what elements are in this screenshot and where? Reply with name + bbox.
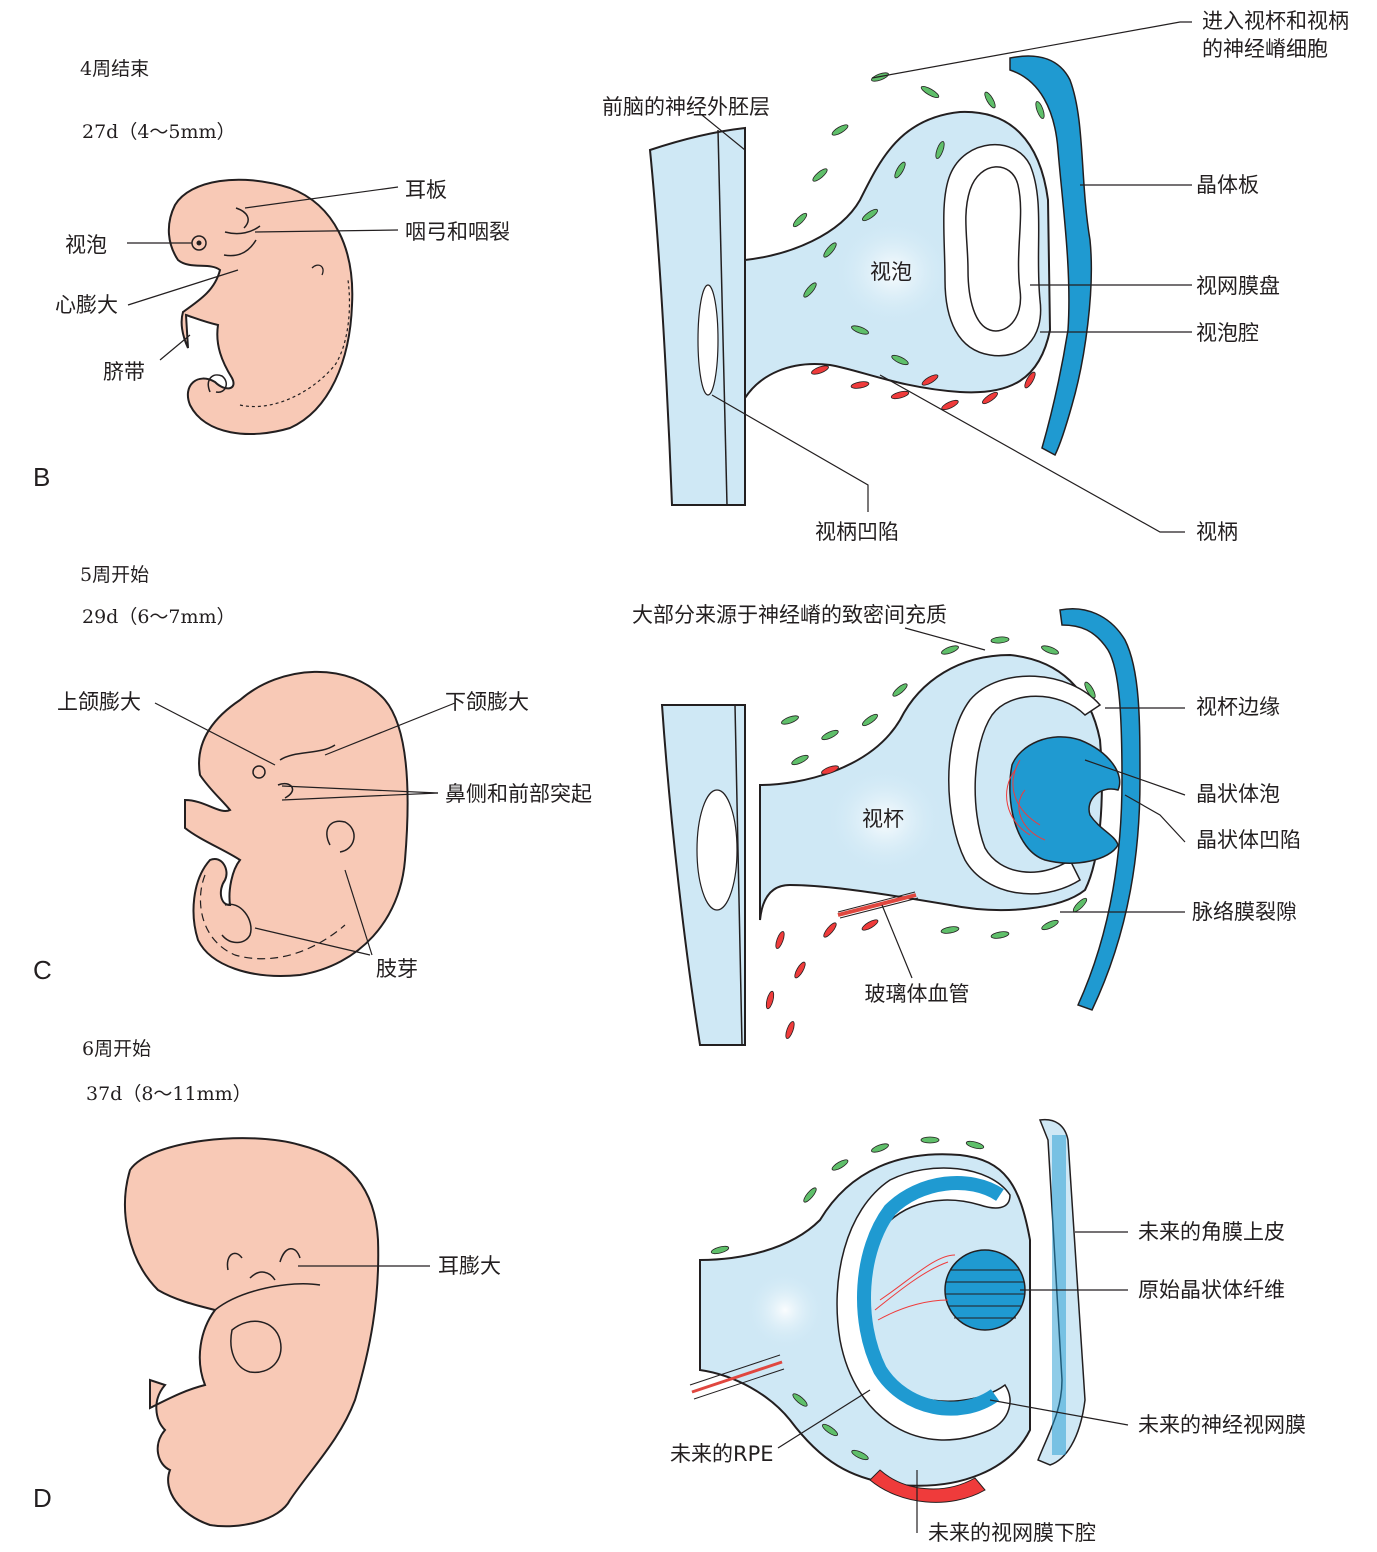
embryo-c-leaders: [154, 702, 456, 956]
panel-letter-c: C: [33, 955, 52, 985]
label-optic-cup-inner: 视杯: [862, 807, 904, 831]
stage-label-d: 6周开始: [82, 1038, 152, 1060]
label-optic-cup-rim: 视杯边缘: [1196, 695, 1280, 719]
age-label-d: 37d（8～11mm）: [86, 1083, 252, 1105]
label-mesenchyme: 大部分来源于神经嵴的致密间充质: [632, 603, 947, 627]
label-lens-plate: 晶体板: [1196, 173, 1259, 197]
panel-letter-b: B: [33, 462, 51, 492]
label-primary-lens-fibers: 原始晶状体纤维: [1138, 1278, 1285, 1302]
label-lens-vesicle: 晶状体泡: [1196, 782, 1280, 806]
label-forebrain-ectoderm: 前脑的神经外胚层: [602, 95, 770, 119]
eye-c-leaders: [881, 627, 1186, 979]
stage-label-c: 5周开始: [80, 564, 150, 586]
label-maxillary: 上颌膨大: [57, 690, 141, 714]
label-retinal-disc: 视网膜盘: [1196, 274, 1280, 298]
label-optic-stalk: 视柄: [1196, 520, 1238, 544]
label-limb-bud: 肢芽: [376, 957, 418, 981]
label-neural-crest-entry-1: 进入视杯和视柄: [1202, 9, 1349, 33]
label-optic-vesicle-b: 视泡: [65, 233, 107, 257]
age-label-c: 29d（6～7mm）: [82, 606, 236, 628]
label-rpe: 未来的RPE: [670, 1442, 774, 1466]
embryo-b: [167, 178, 354, 435]
label-mandibular: 下颌膨大: [445, 690, 529, 714]
label-neural-retina: 未来的神经视网膜: [1138, 1413, 1306, 1437]
label-hyaloid-vessel: 玻璃体血管: [864, 982, 970, 1006]
label-optic-vesicle-inner: 视泡: [870, 260, 912, 284]
eye-d: [689, 1118, 1086, 1503]
eye-b-leaders: [701, 21, 1192, 533]
label-subretinal-space: 未来的视网膜下腔: [928, 1521, 1096, 1545]
label-lens-pit: 晶状体凹陷: [1196, 828, 1301, 852]
embryo-c: [184, 670, 409, 977]
label-neural-crest-entry-2: 的神经嵴细胞: [1202, 37, 1328, 61]
label-umbilical-cord: 脐带: [103, 360, 145, 384]
eye-b: [648, 55, 1093, 506]
age-label-b: 27d（4～5mm）: [82, 121, 236, 143]
label-vesicle-cavity: 视泡腔: [1196, 321, 1259, 345]
embryo-b-leaders: [127, 186, 399, 361]
embryo-d: [124, 1137, 380, 1528]
panel-letter-d: D: [33, 1483, 52, 1513]
label-pharyngeal: 咽弓和咽裂: [405, 220, 510, 244]
stage-label-b: 4周结束: [80, 58, 150, 80]
label-optic-stalk-pit: 视柄凹陷: [815, 520, 899, 544]
label-nasal: 鼻侧和前部突起: [445, 782, 592, 806]
label-corneal-epithelium: 未来的角膜上皮: [1138, 1220, 1285, 1244]
eye-c: [660, 608, 1141, 1046]
label-ear-plate: 耳板: [405, 178, 447, 202]
eye-d-leaders: [777, 1231, 1129, 1533]
label-ear-bulge: 耳膨大: [438, 1254, 501, 1278]
label-heart-bulge: 心膨大: [55, 293, 118, 317]
label-choroid-fissure: 脉络膜裂隙: [1192, 900, 1297, 924]
